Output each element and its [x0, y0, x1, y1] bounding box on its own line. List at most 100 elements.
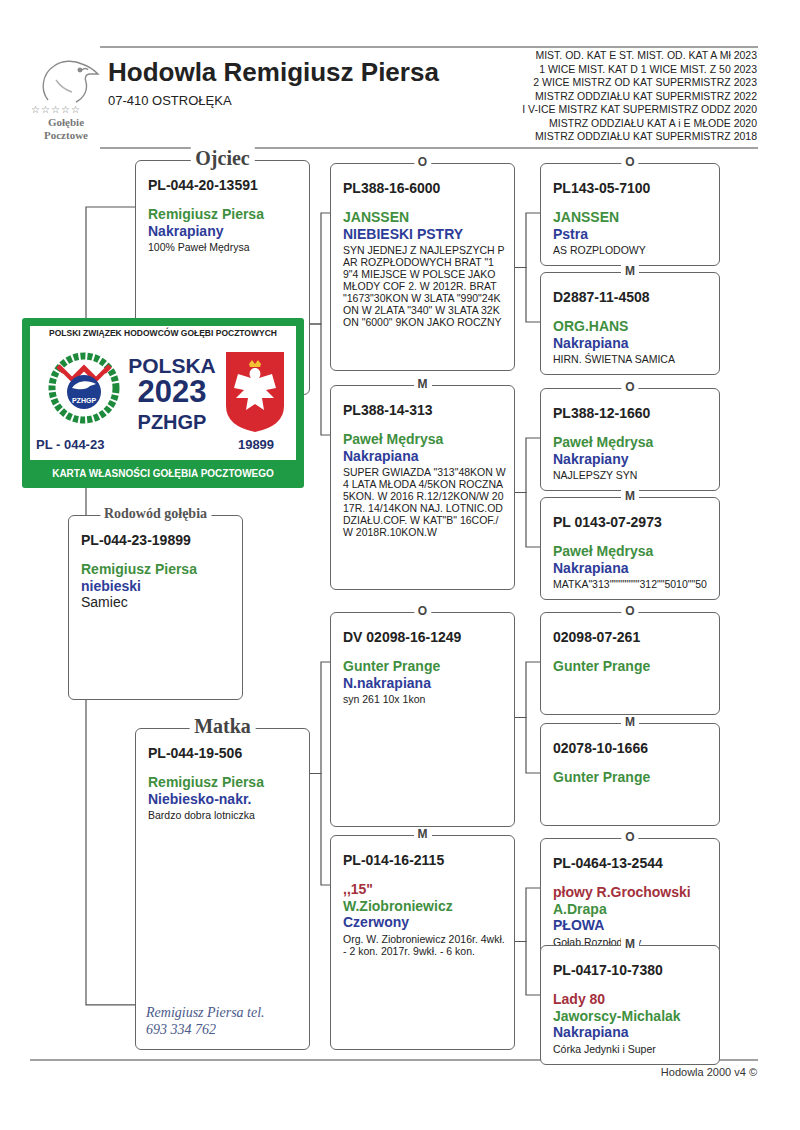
- card-ground: [22, 318, 304, 488]
- note-text: SUPER GWIAZDA "313"48KON W4 LATA MŁODA 4…: [343, 467, 506, 538]
- parent-marker: M: [621, 265, 639, 278]
- card-text: PZHGP: [68, 397, 100, 405]
- achievement-line: 2 WICE MISTRZ OD KAT SUPERMISTRZ 2023: [430, 76, 757, 88]
- colour-name: Nakrapiana: [343, 448, 506, 465]
- breeder-name: Jaworscy-Michalak: [553, 1008, 711, 1025]
- parent-marker: M: [414, 378, 432, 391]
- card-text: PL - 044-23: [36, 438, 156, 452]
- note-text: 100% Paweł Mędrysa: [148, 242, 301, 254]
- note-text: syn 261 10x 1kon: [343, 694, 506, 706]
- note-text: Córka Jedynki i Super: [553, 1044, 711, 1056]
- ancestor-box: MPL-0417-10-7380Lady 80Jaworscy-Michalak…: [540, 945, 720, 1065]
- ring-number: PL143-05-7100: [553, 180, 711, 197]
- parent-marker: O: [621, 156, 638, 169]
- ancestor-box: M02078-10-1666Gunter Prange: [540, 723, 720, 826]
- pedigree-connector: [515, 662, 540, 718]
- colour-name: N.nakrapiana: [343, 675, 506, 692]
- achievement-line: MIST. OD. KAT E ST. MIST. OD. KAT A Mł 2…: [430, 49, 757, 61]
- colour-name: Nakrapiany: [553, 451, 711, 468]
- parent-marker: O: [414, 156, 431, 169]
- pedigree-connector: [515, 268, 540, 323]
- note-text: MATKA"313""""""""312""5010""50: [553, 579, 711, 591]
- note-text: AS ROZPLODOWY: [553, 245, 711, 257]
- pigeon-logo: [43, 61, 98, 102]
- ancestor-box: ODV 02098-16-1249Gunter PrangeN.nakrapia…: [330, 612, 515, 827]
- achievement-line: MISTRZ ODDZIAŁU KAT SUPERMISTRZ 2022: [430, 90, 757, 102]
- breeder-name: Paweł Mędrysa: [343, 431, 506, 448]
- ancestor-box: OPL388-12-1660Paweł MędrysaNakrapianyNAJ…: [540, 388, 720, 491]
- colour-name: Nakrapiana: [553, 335, 711, 352]
- card-text: KARTA WŁASNOŚCI GOŁĘBIA POCZTOWEGO: [22, 468, 304, 479]
- parent-marker: O: [621, 605, 638, 618]
- colour-name: PŁOWA: [553, 917, 711, 934]
- breeder-name: Paweł Mędrysa: [553, 543, 711, 560]
- parent-marker: O: [621, 831, 638, 844]
- ring-number: 02098-07-261: [553, 629, 711, 646]
- achievement-line: MISTRZ ODDZIAŁU KAT A i E MŁODE 2020: [430, 117, 757, 129]
- breeder-name: JANSSEN: [343, 209, 506, 226]
- ring-number: PL388-14-313: [343, 402, 506, 419]
- ring-number: PL-044-23-19899: [81, 532, 234, 549]
- breeder-name: Remigiusz Piersa: [148, 206, 301, 223]
- note-text: Org. W. Ziobroniewicz 2016r. 4wkł. - 2 k…: [343, 934, 506, 958]
- pigeon-box: Rodowód gołębiaPL-044-23-19899Remigiusz …: [68, 515, 243, 700]
- parent-marker: M: [621, 938, 639, 951]
- ancestor-box: OPL388-16-6000JANSSENNIEBIESKI PSTRYSYN …: [330, 163, 515, 371]
- breeder-name: JANSSEN: [553, 209, 711, 226]
- card-text: PZHGP: [122, 411, 222, 433]
- breeder-signature: Remigiusz Piersa tel. 693 334 762: [146, 1005, 286, 1039]
- dam-box: MatkaPL-044-19-506Remigiusz PiersaNiebie…: [135, 728, 310, 1050]
- polish-eagle-shield: [226, 352, 284, 432]
- colour-name: Niebiesko-nakr.: [148, 791, 301, 808]
- pedigree-connector: [86, 700, 135, 1005]
- pedigree-connector: [515, 493, 540, 548]
- colour-name: Nakrapiana: [553, 560, 711, 577]
- box-heading: Rodowód gołębia: [100, 506, 211, 521]
- ring-number: 02078-10-1666: [553, 740, 711, 757]
- breeder-name: A.Drapa: [553, 901, 711, 918]
- ownership-card: POLSKI ZWIĄZEK HODOWCÓW GOŁĘBI POCZTOWYC…: [22, 318, 304, 488]
- colour-name: Nakrapiany: [148, 223, 301, 240]
- pedigree-connector: [515, 942, 540, 996]
- box-heading: Ojciec: [190, 147, 254, 169]
- software-credit: Hodowla 2000 v4 ©: [560, 1066, 757, 1079]
- colour-name: Pstra: [553, 226, 711, 243]
- colour-name: Nakrapiana: [553, 1024, 711, 1041]
- colour-name: niebieski: [81, 578, 234, 595]
- breeder-name: W.Ziobroniewicz: [343, 898, 506, 915]
- achievement-line: I V-ICE MISTRZ KAT SUPERMISTRZ ODDZ 2020: [430, 103, 757, 115]
- achievement-line: 1 WICE MIST. KAT D 1 WICE MIST. Z 50 202…: [430, 63, 757, 75]
- breeder-address: 07-410 OSTROŁĘKA: [108, 94, 308, 109]
- header-rule: [100, 47, 758, 48]
- pedigree-connector: [310, 774, 330, 886]
- breeder-name: Gunter Prange: [553, 769, 711, 786]
- pedigree-connector: [515, 718, 540, 774]
- sex-text: Samiec: [81, 594, 234, 611]
- ring-number: PL-044-19-506: [148, 745, 301, 762]
- note-text: SYN JEDNEJ Z NAJLEPSZYCH PAR ROZPŁODOWYC…: [343, 245, 506, 328]
- parent-marker: M: [414, 828, 432, 841]
- breeder-name: Gunter Prange: [553, 658, 711, 675]
- ring-number: PL-044-20-13591: [148, 177, 301, 194]
- pedigree-connector: [515, 888, 540, 942]
- ancestor-box: MD2887-11-4508ORG.HANSNakrapianaHIRN. ŚW…: [540, 272, 720, 375]
- breeder-name: Remigiusz Piersa: [81, 561, 234, 578]
- bird-name: ,,15": [343, 881, 506, 898]
- parent-marker: M: [621, 716, 639, 729]
- card-text: POLSKI ZWIĄZEK HODOWCÓW GOŁĘBI POCZTOWYC…: [30, 329, 296, 338]
- ring-number: PL388-12-1660: [553, 405, 711, 422]
- card-text: POLSKA: [122, 354, 222, 377]
- ring-number: DV 02098-16-1249: [343, 629, 506, 646]
- logo-stars: ☆☆☆☆☆: [31, 104, 111, 116]
- note-text: Bardzo dobra lotniczka: [148, 810, 301, 822]
- breeder-name: ORG.HANS: [553, 318, 711, 335]
- pzhgp-emblem: [52, 356, 116, 420]
- ring-number: PL-0417-10-7380: [553, 962, 711, 979]
- ancestor-box: MPL388-14-313Paweł MędrysaNakrapianaSUPE…: [330, 385, 515, 590]
- ancestor-box: MPL 0143-07-2973Paweł MędrysaNakrapianaM…: [540, 497, 720, 600]
- parent-marker: O: [414, 605, 431, 618]
- card-text: 2023: [122, 375, 222, 409]
- pedigree-connector: [310, 324, 330, 435]
- breeder-name: Remigiusz Piersa: [148, 774, 301, 791]
- card-text: 19899: [218, 438, 294, 452]
